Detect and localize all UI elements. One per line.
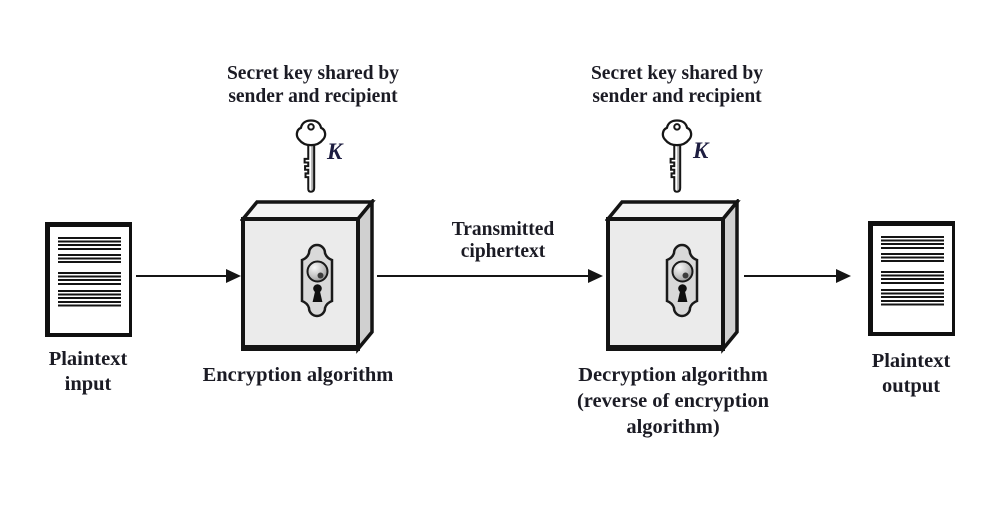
arrow-transmitted-ciphertext xyxy=(377,269,603,283)
arrow-head-icon xyxy=(226,269,241,283)
lock-knob xyxy=(671,260,694,283)
key-head xyxy=(295,119,327,147)
transmitted-ciphertext-label: Transmitted ciphertext xyxy=(451,219,555,262)
keyhole-stem xyxy=(312,291,323,302)
box-front-face xyxy=(241,217,360,351)
lock-box-icon-encryption xyxy=(240,199,376,354)
key-symbol-right: K xyxy=(693,138,709,163)
document-icon-input xyxy=(45,222,132,337)
arrow-shaft xyxy=(136,275,228,278)
lock-knob-spot xyxy=(682,272,689,279)
keyhole-icon xyxy=(313,284,322,293)
document-icon-output xyxy=(868,221,955,336)
keyhole-icon xyxy=(678,284,687,293)
box-top-face xyxy=(240,200,376,221)
secret-key-note-right: Secret key shared by sender and recipien… xyxy=(590,63,764,107)
lock-box-icon-decryption xyxy=(605,199,741,354)
encryption-algorithm-label: Encryption algorithm xyxy=(202,364,394,386)
key-shaft-shading xyxy=(677,144,681,191)
arrow-plaintext-to-encryption xyxy=(136,269,241,283)
key-shaft-outline xyxy=(669,143,682,193)
keyhole-stem xyxy=(677,291,688,302)
plaintext-output-label: Plaintext output xyxy=(871,350,951,397)
plaintext-input-label: Plaintext input xyxy=(48,348,128,395)
secret-key-note-left: Secret key shared by sender and recipien… xyxy=(226,63,400,107)
key-icon xyxy=(661,119,693,193)
box-top-face xyxy=(605,200,741,221)
arrow-shaft xyxy=(744,275,838,278)
key-head xyxy=(661,119,693,147)
lock-knob-spot xyxy=(317,272,324,279)
key-shaft-outline xyxy=(303,143,316,193)
box-front-face xyxy=(606,217,725,351)
arrow-head-icon xyxy=(588,269,603,283)
arrow-shaft xyxy=(377,275,590,278)
box-side-face xyxy=(721,199,739,354)
key-hole xyxy=(673,123,681,131)
key-hole xyxy=(307,123,315,131)
box-bottom-edge xyxy=(606,345,725,350)
box-side-face xyxy=(356,199,374,354)
box-bottom-edge xyxy=(241,345,360,350)
arrow-decryption-to-plaintext xyxy=(744,269,851,283)
key-shaft-shading xyxy=(311,144,315,191)
lock-knob xyxy=(306,260,329,283)
key-symbol-left: K xyxy=(327,139,343,164)
document-text-lines xyxy=(881,236,944,306)
document-text-lines xyxy=(58,237,121,307)
key-icon xyxy=(295,119,327,193)
decryption-algorithm-label: Decryption algorithm (reverse of encrypt… xyxy=(576,364,770,438)
arrow-head-icon xyxy=(836,269,851,283)
